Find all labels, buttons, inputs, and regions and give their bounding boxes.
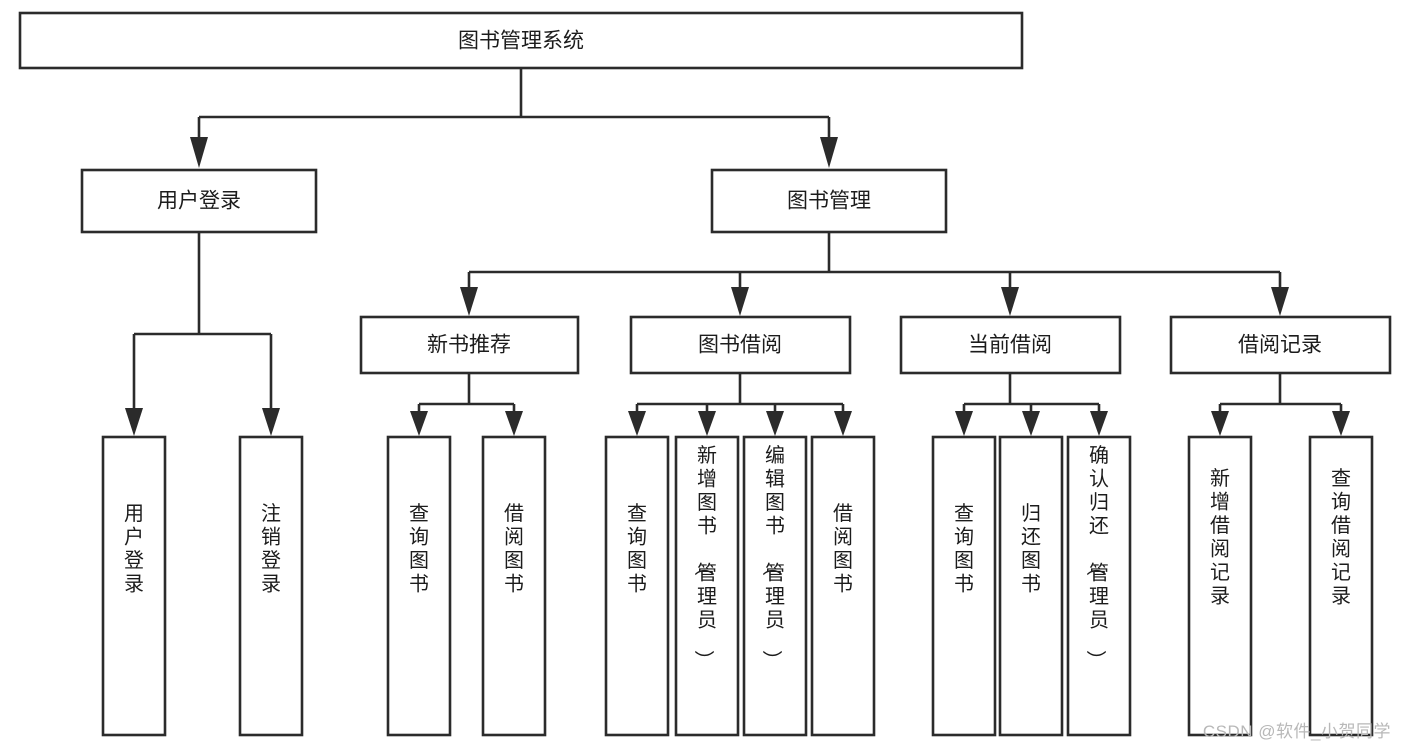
arrow-head-icon — [628, 411, 646, 436]
connector-currentborrow-to-leaves — [955, 373, 1108, 436]
node-leaf-return-book-box[interactable] — [998, 435, 1064, 737]
node-book-borrow[interactable]: 图书借阅 — [629, 315, 852, 375]
node-leaf-query-book-3-box[interactable] — [931, 435, 997, 737]
arrow-head-icon — [834, 411, 852, 436]
arrow-head-icon — [955, 411, 973, 436]
node-leaf-edit-book-label: 编辑图书（管理员） — [760, 444, 785, 670]
node-book-manage[interactable]: 图书管理 — [710, 168, 948, 234]
connector-bookborrow-to-leaves — [628, 373, 852, 436]
arrow-head-icon — [190, 137, 208, 168]
node-leaf-logout-box[interactable] — [238, 435, 304, 737]
node-leaf-logout-label: 注销登录 — [261, 502, 281, 596]
node-new-book-rec-box[interactable] — [359, 315, 580, 375]
node-leaf-user-login[interactable]: 用户登录 — [101, 435, 167, 737]
node-leaf-borrow-book-1-box[interactable] — [481, 435, 547, 737]
arrow-head-icon — [1090, 411, 1108, 436]
node-book-manage-label: 图书管理 — [787, 190, 871, 213]
node-leaf-borrow-book-2[interactable]: 借阅图书 — [810, 435, 876, 737]
node-leaf-confirm-return-label: 确认归还（管理员） — [1084, 444, 1109, 670]
arrow-head-icon — [1001, 287, 1019, 316]
node-leaf-borrow-book-1[interactable]: 借阅图书 — [481, 435, 547, 737]
arrow-head-icon — [766, 411, 784, 436]
node-user-login-box[interactable] — [80, 168, 318, 234]
node-current-borrow-label: 当前借阅 — [968, 334, 1052, 357]
arrow-head-icon — [460, 287, 478, 316]
node-leaf-logout[interactable]: 注销登录 — [238, 435, 304, 737]
node-root-label: 图书管理系统 — [458, 30, 584, 53]
node-leaf-add-book-box[interactable] — [674, 435, 740, 737]
node-leaf-query-book-1-label: 查询图书 — [409, 502, 429, 596]
node-leaf-borrow-book-2-label: 借阅图书 — [833, 502, 853, 596]
arrow-head-icon — [505, 411, 523, 436]
node-leaf-borrow-book-1-label: 借阅图书 — [504, 502, 524, 596]
node-leaf-query-book-2[interactable]: 查询图书 — [604, 435, 670, 737]
arrow-head-icon — [1211, 411, 1229, 436]
node-borrow-record[interactable]: 借阅记录 — [1169, 315, 1392, 375]
node-book-borrow-box[interactable] — [629, 315, 852, 375]
node-leaf-query-record-label: 查询借阅记录 — [1331, 467, 1351, 608]
node-leaf-query-record[interactable]: 查询借阅记录 — [1308, 435, 1374, 737]
node-book-borrow-label: 图书借阅 — [698, 334, 782, 357]
node-leaf-return-book-label: 归还图书 — [1021, 502, 1041, 596]
node-current-borrow-box[interactable] — [899, 315, 1122, 375]
arrow-head-icon — [1271, 287, 1289, 316]
connector-newbook-to-leaves — [410, 373, 523, 436]
node-leaf-user-login-box[interactable] — [101, 435, 167, 737]
arrow-head-icon — [1022, 411, 1040, 436]
arrow-head-icon — [125, 408, 143, 436]
arrow-head-icon — [262, 408, 280, 436]
arrow-head-icon — [820, 137, 838, 168]
node-leaf-query-book-1-box[interactable] — [386, 435, 452, 737]
node-leaf-user-login-label: 用户登录 — [124, 503, 144, 596]
node-user-login[interactable]: 用户登录 — [80, 168, 318, 234]
node-leaf-edit-book[interactable]: 编辑图书（管理员） — [742, 435, 808, 737]
node-user-login-label: 用户登录 — [157, 190, 241, 213]
node-root[interactable]: 图书管理系统 — [18, 11, 1024, 70]
node-leaf-query-book-2-box[interactable] — [604, 435, 670, 737]
arrow-head-icon — [698, 411, 716, 436]
node-new-book-rec-label: 新书推荐 — [427, 334, 511, 357]
connector-userlogin-to-leaves — [125, 232, 280, 436]
node-leaf-add-book[interactable]: 新增图书（管理员） — [674, 435, 740, 737]
node-leaf-edit-book-box[interactable] — [742, 435, 808, 737]
node-leaf-query-book-3[interactable]: 查询图书 — [931, 435, 997, 737]
node-leaf-return-book[interactable]: 归还图书 — [998, 435, 1064, 737]
node-leaf-query-book-3-label: 查询图书 — [954, 502, 974, 596]
node-leaf-confirm-return-box[interactable] — [1066, 435, 1132, 737]
node-book-manage-box[interactable] — [710, 168, 948, 234]
node-leaf-query-record-box[interactable] — [1308, 435, 1374, 737]
node-root-box[interactable] — [18, 11, 1024, 70]
node-borrow-record-box[interactable] — [1169, 315, 1392, 375]
arrow-head-icon — [410, 411, 428, 436]
node-leaf-query-book-2-label: 查询图书 — [627, 502, 647, 596]
node-current-borrow[interactable]: 当前借阅 — [899, 315, 1122, 375]
node-leaf-add-record[interactable]: 新增借阅记录 — [1187, 435, 1253, 737]
connector-borrowrecord-to-leaves — [1211, 373, 1350, 436]
node-leaf-borrow-book-2-box[interactable] — [810, 435, 876, 737]
node-borrow-record-label: 借阅记录 — [1238, 334, 1322, 357]
node-leaf-query-book-1[interactable]: 查询图书 — [386, 435, 452, 737]
node-leaf-add-book-label: 新增图书（管理员） — [692, 444, 717, 670]
connector-root-to-level2 — [190, 68, 838, 168]
connector-bookmanage-to-level3 — [460, 232, 1289, 316]
node-leaf-confirm-return[interactable]: 确认归还（管理员） — [1066, 435, 1132, 737]
watermark: CSDN @软件_小贺同学 — [1202, 722, 1391, 741]
node-leaf-add-record-box[interactable] — [1187, 435, 1253, 737]
node-new-book-rec[interactable]: 新书推荐 — [359, 315, 580, 375]
arrow-head-icon — [1332, 411, 1350, 436]
arrow-head-icon — [731, 287, 749, 316]
node-leaf-add-record-label: 新增借阅记录 — [1210, 467, 1230, 608]
